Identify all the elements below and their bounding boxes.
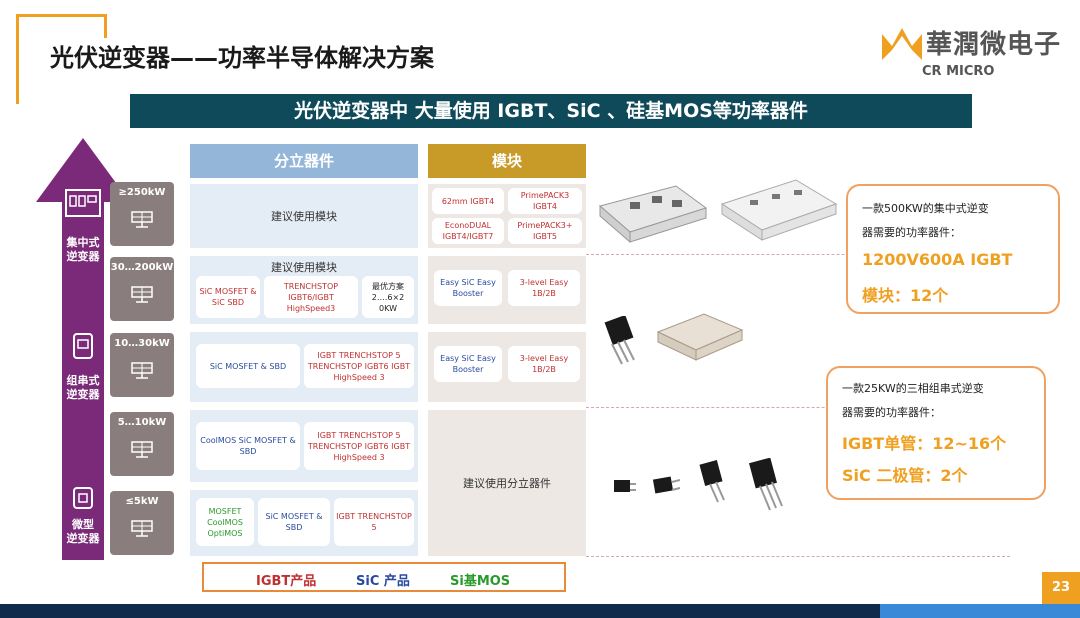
callout-central-inverter: 一款500KW的集中式逆变 器需要的功率器件： 1200V600A IGBT 模…	[846, 184, 1060, 314]
solar-panel-icon	[131, 441, 153, 458]
logo-english-name: CR MICRO	[922, 64, 995, 79]
product-legend: IGBT产品 SiC 产品 Si基MOS	[202, 562, 566, 592]
divider	[586, 254, 1010, 255]
row1-discrete-note: 建议使用模块	[190, 184, 418, 248]
legend-si-mos: Si基MOS	[450, 574, 511, 589]
to247-4-discrete-image	[749, 458, 783, 511]
discrete-cell: SiC MOSFET & SBD	[196, 344, 300, 388]
easy-module-image	[656, 313, 744, 361]
solar-panel-icon	[131, 362, 153, 379]
legend-igbt: IGBT产品	[256, 574, 317, 589]
module-cell: PrimePACK3 IGBT4	[508, 188, 582, 214]
row2-discrete-note: 建议使用模块	[271, 261, 337, 274]
module-cell: Easy SiC Easy Booster	[434, 346, 502, 382]
power-level-box: ≤5kW	[110, 491, 174, 555]
igbt-module-image	[598, 185, 708, 244]
callout-string-inverter: 一款25KW的三相组串式逆变 器需要的功率器件： IGBT单管：12~16个 S…	[826, 366, 1046, 500]
discrete-cell: IGBT TRENCHSTOP 5 TRENCHSTOP IGBT6 IGBT …	[304, 422, 414, 470]
discrete-cell: SiC MOSFET & SBD	[258, 498, 330, 546]
solar-panel-icon	[131, 211, 153, 228]
legend-sic: SiC 产品	[356, 574, 410, 589]
discrete-cell: CoolMOS SiC MOSFET & SBD	[196, 422, 300, 470]
discrete-cell: TRENCHSTOP IGBT6/IGBT HighSpeed3	[264, 276, 358, 318]
page-number: 23	[1042, 572, 1080, 604]
modules-header: 模块	[428, 144, 586, 178]
power-level-box: 10…30kW	[110, 333, 174, 397]
discrete-cell: 最优方案 2….6×2 0KW	[362, 276, 414, 318]
footer-bar	[0, 604, 880, 618]
module-cell: 62mm IGBT4	[432, 188, 504, 214]
power-level-box: ≥250kW	[110, 182, 174, 246]
headline-banner: 光伏逆变器中 大量使用 IGBT、SiC 、硅基MOS等功率器件	[130, 94, 972, 128]
discrete-cell: SiC MOSFET & SiC SBD	[196, 276, 260, 318]
discrete-cell: MOSFET CoolMOS OptiMOS	[196, 498, 254, 546]
module-cell: 3-level Easy 1B/2B	[508, 346, 580, 382]
footer-accent	[880, 604, 1080, 618]
title-bracket	[16, 14, 107, 104]
to263-discrete-image	[652, 476, 680, 494]
page-title: 光伏逆变器——功率半导体解决方案	[50, 44, 434, 72]
micro-inverter-icon	[73, 487, 93, 509]
to247-discrete-image	[604, 316, 635, 365]
divider	[586, 407, 1010, 408]
divider	[586, 556, 1010, 557]
central-inverter-label: 集中式逆变器	[66, 236, 100, 263]
primepack-module-image	[720, 179, 838, 241]
to220-discrete-image	[699, 460, 725, 503]
micro-inverter-label: 微型逆变器	[66, 518, 100, 545]
power-scale-arrow	[62, 200, 104, 560]
discrete-devices-header: 分立器件	[190, 144, 418, 178]
solar-panel-icon	[131, 286, 153, 303]
cr-micro-logo-icon	[882, 28, 922, 60]
power-level-box: 5…10kW	[110, 412, 174, 476]
string-inverter-label: 组串式逆变器	[66, 374, 100, 401]
module-cell: EconoDUAL IGBT4/IGBT7	[432, 218, 504, 244]
power-level-box: 30…200kW	[110, 257, 174, 321]
string-inverter-icon	[73, 333, 93, 359]
central-inverter-icon	[65, 189, 101, 217]
module-cell: PrimePACK3+ IGBT5	[508, 218, 582, 244]
logo-chinese-name: 華潤微电子	[926, 30, 1062, 60]
solar-panel-icon	[131, 520, 153, 537]
module-cell: 3-level Easy 1B/2B	[508, 270, 580, 306]
discrete-cell: IGBT TRENCHSTOP 5	[334, 498, 414, 546]
to252-discrete-image	[614, 480, 636, 492]
discrete-cell: IGBT TRENCHSTOP 5 TRENCHSTOP IGBT6 IGBT …	[304, 344, 414, 388]
module-discrete-note: 建议使用分立器件	[428, 410, 586, 556]
module-cell: Easy SiC Easy Booster	[434, 270, 502, 306]
